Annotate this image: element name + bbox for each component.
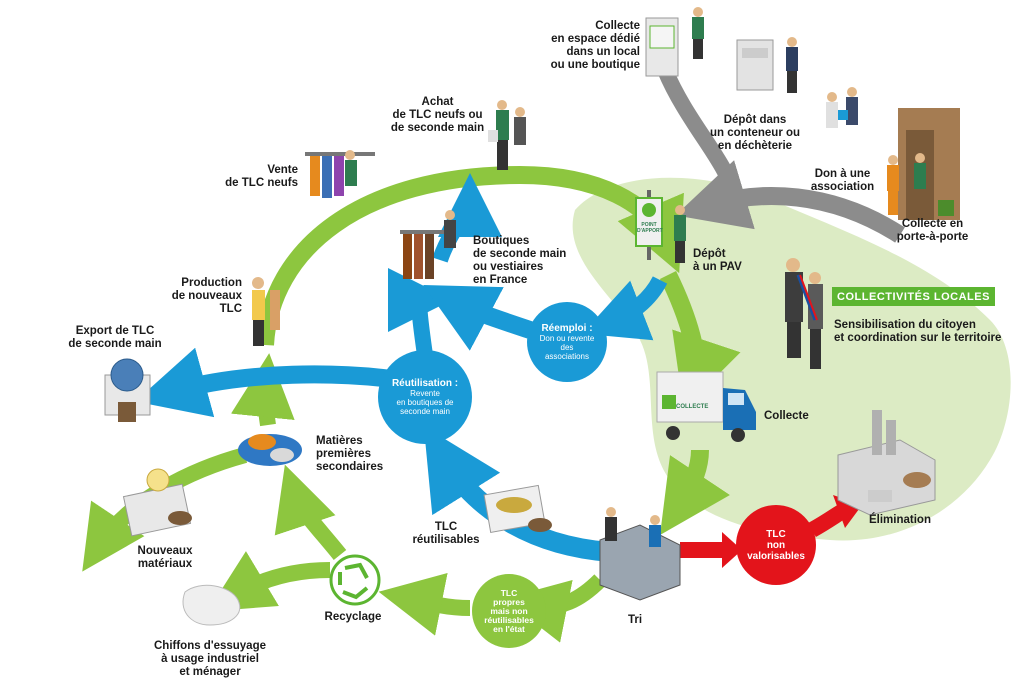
- collecte-espace-illustration: [645, 7, 704, 77]
- label-collecte: Collecte: [764, 410, 809, 422]
- boutiques-rack-illustration: [400, 210, 456, 279]
- reutilisation-title: Réutilisation :: [391, 378, 459, 389]
- label-depot-conteneur: Dépôt dans un conteneur ou en déchèterie: [709, 114, 801, 152]
- green-to-recyclage: [378, 572, 471, 636]
- conteneur-illustration: [736, 37, 798, 93]
- green-matieres-up: [230, 353, 295, 427]
- propres-circle: TLC propres mais non réutilisables en l'…: [472, 574, 546, 648]
- label-vente: Vente de TLC neufs: [225, 164, 298, 189]
- label-collecte-porte: Collecte en porte-à-porte: [896, 218, 969, 243]
- truck-label: COLLECTE: [676, 404, 709, 410]
- label-recyclage: Recyclage: [324, 611, 382, 623]
- label-elimination: Élimination: [869, 514, 931, 526]
- matieres-premieres-illustration: [238, 434, 302, 466]
- pav-illustration: [635, 190, 686, 263]
- green-loop-down: [660, 449, 730, 535]
- achat-illustration: [488, 100, 526, 170]
- reutilisation-circle: Réutilisation : Revente en boutiques de …: [378, 350, 472, 444]
- label-production: Production de nouveaux TLC: [171, 277, 242, 315]
- label-chiffons: Chiffons d'essuyage à usage industriel e…: [153, 640, 266, 678]
- green-loop-right: [659, 271, 741, 410]
- green-recyclage-up: [274, 464, 347, 560]
- pav-sign-label: POINT D'APPORT: [637, 222, 663, 234]
- nouveaux-materiaux-illustration: [122, 468, 192, 537]
- reutilisation-subtitle: Revente en boutiques de seconde main: [396, 389, 454, 416]
- collectivites-badge: COLLECTIVITÉS LOCALES: [832, 287, 995, 306]
- don-association-illustration: [826, 87, 858, 128]
- elimination-factory-illustration: [837, 410, 936, 516]
- label-depot-pav: Dépôt à un PAV: [693, 248, 742, 273]
- blue-up-to-boutiques: [387, 268, 452, 357]
- reemploi-circle: Réemploi : Don ou revente des associatio…: [527, 302, 607, 382]
- label-tri: Tri: [627, 614, 643, 626]
- production-illustration: [252, 277, 280, 346]
- label-boutiques: Boutiques de seconde main ou vestiaires …: [473, 235, 567, 286]
- gray-collection-arrow-2: [675, 160, 905, 243]
- elus-illustration: [785, 258, 823, 369]
- label-don-association: Don à une association: [810, 168, 875, 193]
- blue-reemploi: [423, 285, 533, 351]
- porte-a-porte-illustration: [887, 108, 960, 220]
- export-globe-illustration: [104, 358, 151, 422]
- vente-rack-illustration: [305, 150, 375, 198]
- label-matieres: Matières premières secondaires: [316, 435, 384, 473]
- green-recyclage-to-chiffons: [207, 551, 331, 612]
- collecte-truck-illustration: [656, 371, 756, 442]
- chiffons-illustration: [182, 584, 241, 626]
- label-achat: Achat de TLC neufs ou de seconde main: [390, 96, 485, 134]
- blue-to-export: [135, 347, 402, 418]
- reemploi-title: Réemploi :: [541, 323, 593, 334]
- label-export: Export de TLC de seconde main: [68, 325, 162, 350]
- reemploi-subtitle: Don ou revente des associations: [539, 334, 595, 361]
- recycle-icon: [329, 554, 381, 606]
- tri-machine-illustration: [599, 507, 681, 601]
- non-valorisables-circle: TLC non valorisables: [736, 505, 816, 585]
- label-nouveaux-materiaux: Nouveaux matériaux: [137, 545, 193, 570]
- blue-boutiques-to-achat: [432, 173, 502, 263]
- label-tlc-reutilisables: TLC réutilisables: [412, 521, 480, 546]
- propres-text: TLC propres mais non réutilisables en l'…: [484, 587, 534, 634]
- non-valorisables-text: TLC non valorisables: [747, 528, 805, 562]
- tlc-reutilisables-illustration: [483, 484, 552, 533]
- label-collecte-espace: Collecte en espace dédié dans un local o…: [550, 20, 640, 71]
- blue-pav-to-reemploi: [582, 276, 668, 341]
- red-arrowhead-1: [722, 532, 742, 568]
- label-collectivites-text: Sensibilisation du citoyen et coordinati…: [834, 319, 1002, 344]
